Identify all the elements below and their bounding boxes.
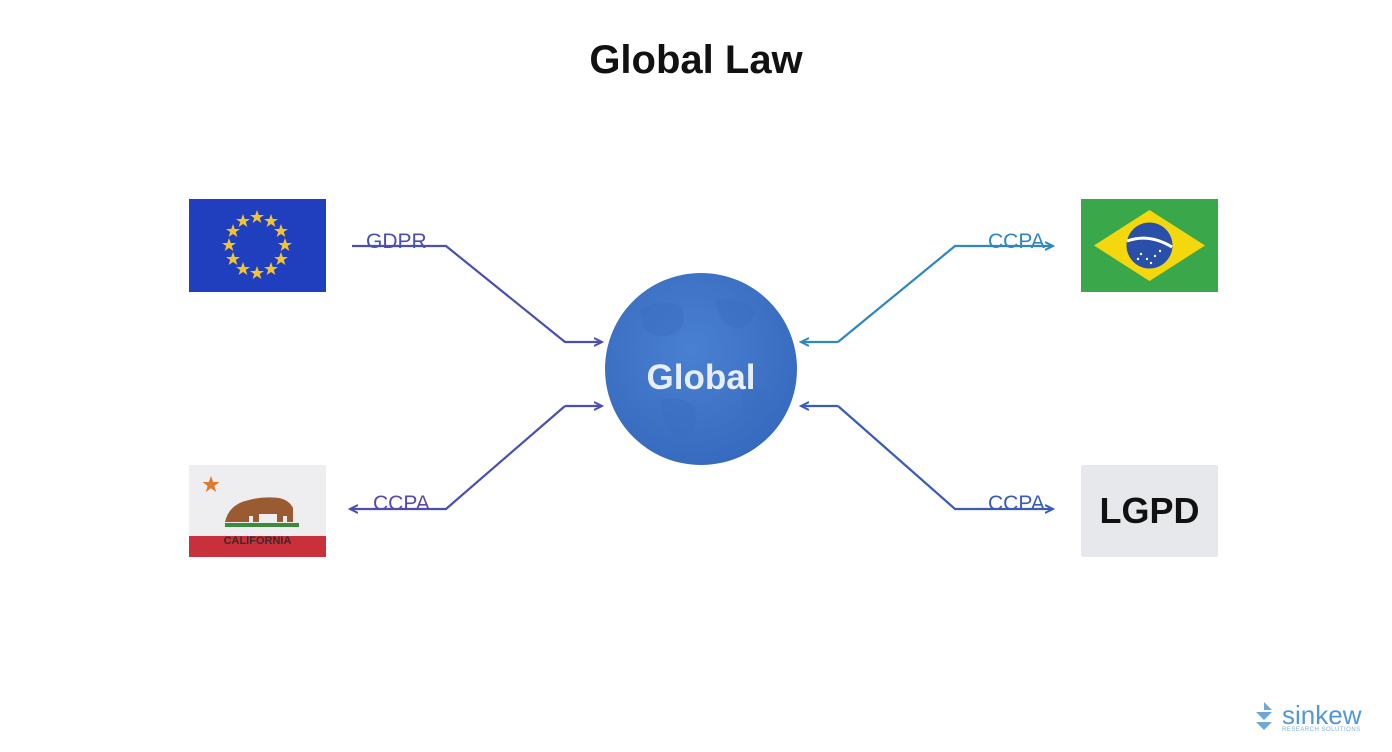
- california-flag-text: CALIFORNIA: [224, 535, 292, 547]
- gdpr-connector: [352, 244, 602, 342]
- brand-watermark: sinkew RESEARCH SOLUTIONS: [1250, 700, 1380, 736]
- brand-subtitle: RESEARCH SOLUTIONS: [1282, 727, 1361, 733]
- brazil-flag: [1081, 199, 1218, 292]
- eu-flag: [189, 199, 326, 292]
- ccpa-top-right-connector: [837, 246, 1053, 343]
- globe-node: Global: [605, 273, 797, 465]
- brand-name: sinkew: [1282, 700, 1362, 730]
- globe-label: Global: [647, 358, 756, 397]
- globe-continents: [640, 299, 770, 440]
- lgpd-label: LGPD: [1099, 490, 1200, 531]
- ccpa-bottom-left-label: CCPA: [373, 492, 430, 515]
- ccpa-top-right-label: CCPA: [988, 230, 1045, 253]
- diagram-title: Global Law: [589, 38, 803, 82]
- ccpa-bottom-right-label: CCPA: [988, 492, 1045, 515]
- california-flag: CALIFORNIA: [189, 465, 326, 557]
- eu-star-ring: [222, 210, 292, 279]
- gdpr-label: GDPR: [366, 230, 427, 253]
- brand-logo-icon: [1256, 702, 1272, 730]
- lgpd-box: LGPD: [1081, 465, 1218, 557]
- ccpa-bottom-left-connector: [350, 405, 566, 509]
- ccpa-bottom-right-connector: [837, 405, 1053, 509]
